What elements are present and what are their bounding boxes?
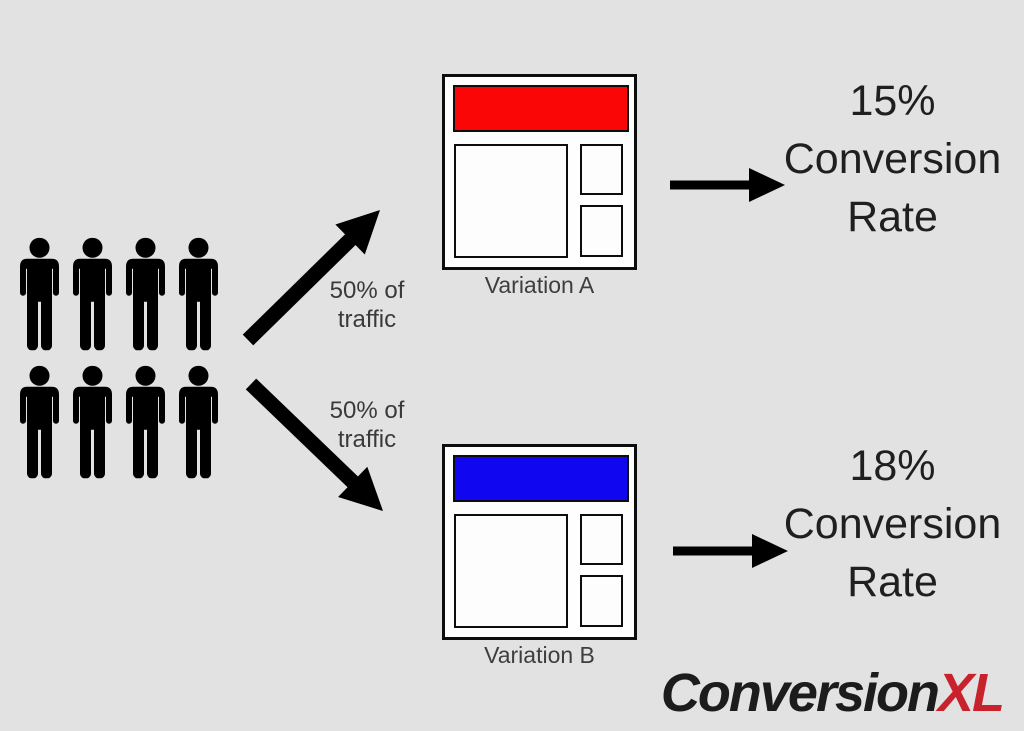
audience-row <box>17 365 221 479</box>
traffic-split-line2: traffic <box>337 306 397 333</box>
person-icon <box>123 365 168 479</box>
variation-a-sidebar-block-1 <box>580 144 623 195</box>
arrow-right-icon <box>673 534 788 568</box>
audience-row <box>17 237 221 351</box>
variation-a-header-bar <box>453 85 629 132</box>
conversionxl-logo: ConversionXL <box>660 662 1005 724</box>
traffic-split-line2: traffic <box>337 426 397 453</box>
person-icon <box>17 237 62 351</box>
arrow-down-right-icon <box>245 378 383 511</box>
logo-part2: XL <box>937 663 1005 723</box>
traffic-split-label-b: 50% of traffic <box>292 396 442 454</box>
person-icon <box>123 237 168 351</box>
traffic-split-line1: 50% of <box>329 397 405 424</box>
traffic-split-line1: 50% of <box>329 277 405 304</box>
person-icon <box>17 365 62 479</box>
variation-a-content-block <box>454 144 568 258</box>
person-icon <box>176 237 221 351</box>
conversion-rate-b-value: 18% <box>849 442 936 490</box>
conversion-rate-a-word2: Rate <box>847 193 938 241</box>
conversion-rate-b: 18% Conversion Rate <box>770 437 1015 611</box>
variation-b-sidebar-block-2 <box>580 575 623 627</box>
person-icon <box>176 365 221 479</box>
traffic-split-label-a: 50% of traffic <box>292 276 442 334</box>
variation-b-content-block <box>454 514 568 628</box>
conversion-rate-a-word1: Conversion <box>783 135 1002 183</box>
person-icon <box>70 237 115 351</box>
variation-b-label: Variation B <box>484 642 595 668</box>
arrow-up-right-icon <box>242 210 380 346</box>
variation-b-wireframe <box>442 444 637 640</box>
conversion-rate-a-value: 15% <box>849 77 936 125</box>
audience-grid <box>17 237 221 479</box>
variation-a-wireframe <box>442 74 637 270</box>
conversion-rate-b-word1: Conversion <box>783 500 1002 548</box>
variation-a-sidebar-block-2 <box>580 205 623 257</box>
logo-part1: Conversion <box>660 663 940 723</box>
arrow-right-icon <box>670 168 785 202</box>
conversion-rate-b-word2: Rate <box>847 558 938 606</box>
variation-a-label: Variation A <box>484 272 595 298</box>
person-icon <box>70 365 115 479</box>
conversion-rate-a: 15% Conversion Rate <box>770 72 1015 246</box>
variation-b-header-bar <box>453 455 629 502</box>
variation-b-sidebar-block-1 <box>580 514 623 565</box>
